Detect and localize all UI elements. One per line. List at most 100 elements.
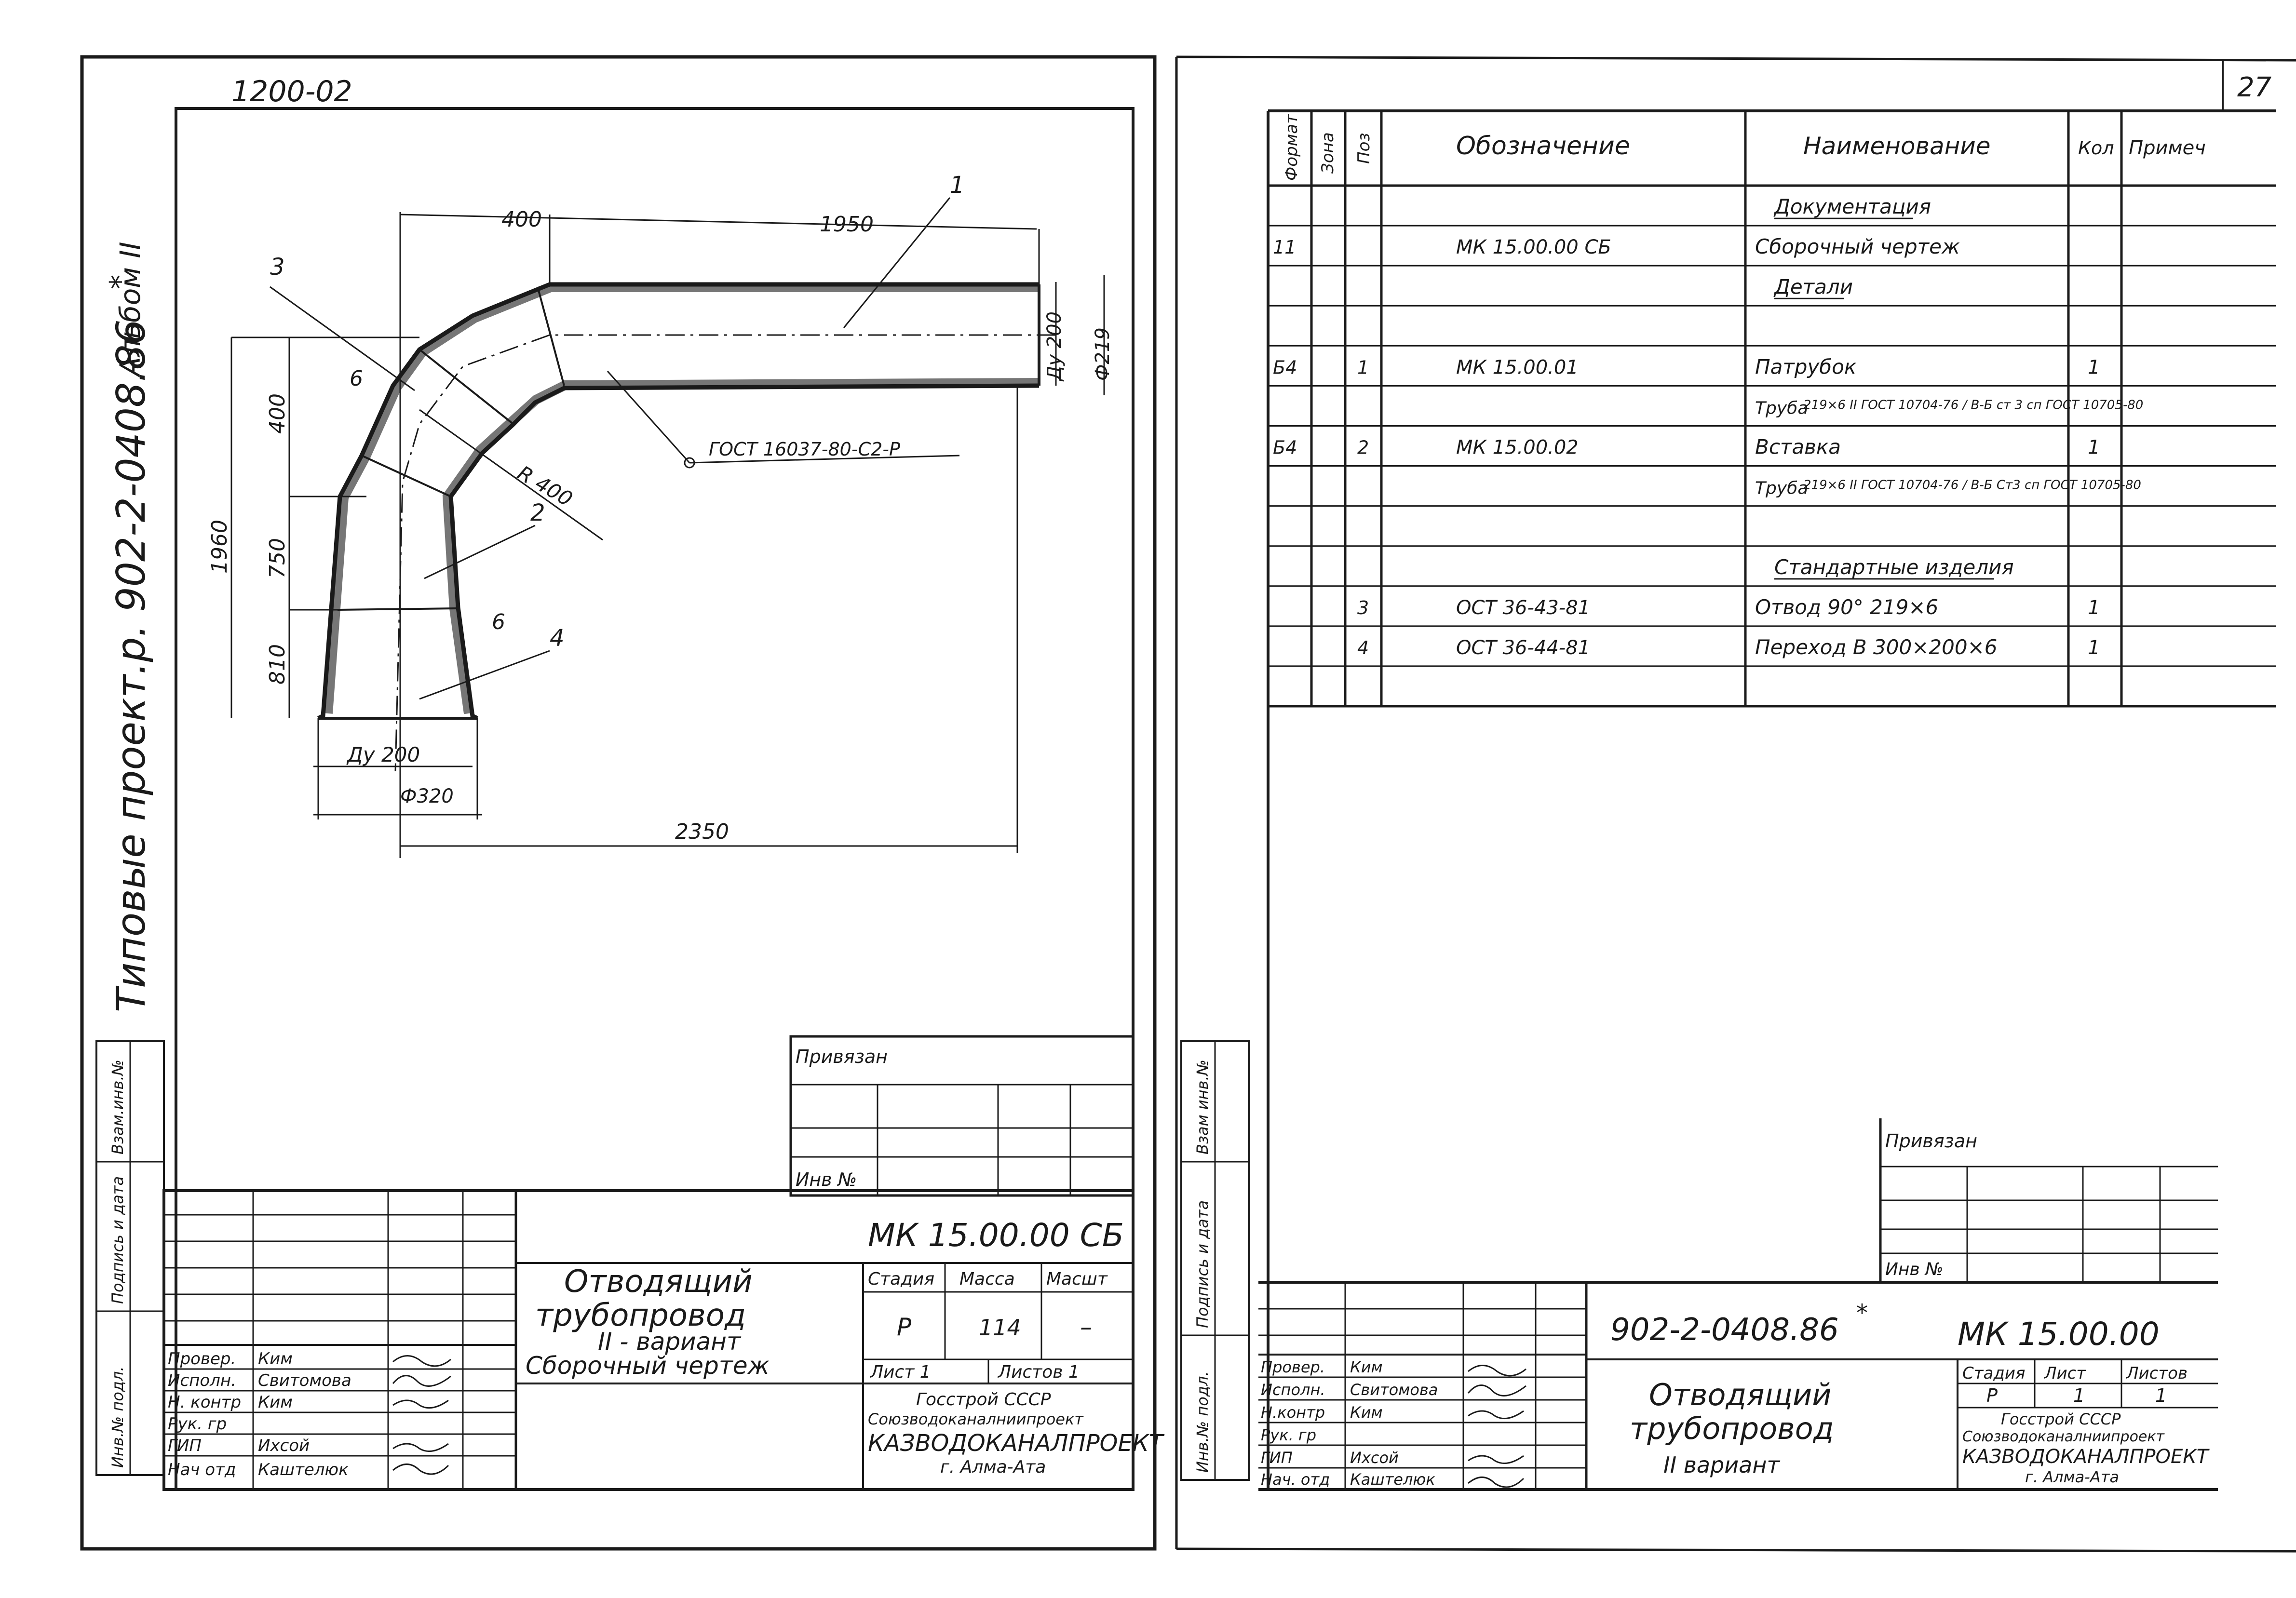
vertical-project-title: Типовые проект.р. 902-2-0408.86 — [108, 319, 154, 1012]
pipe-wall-hatch-inner — [442, 378, 1040, 714]
r-signature-1 — [1468, 1365, 1526, 1377]
leader-3 — [270, 286, 415, 391]
right-person-1: Ким — [1350, 1358, 1383, 1376]
callout-1: 1 — [950, 172, 965, 199]
dim-810: 810 — [265, 644, 290, 685]
leader-1 — [843, 197, 951, 328]
left-h-scale: Масшт — [1046, 1269, 1108, 1289]
r-signature-5 — [1468, 1455, 1524, 1464]
spec-cell-name: Труба — [1755, 399, 1808, 418]
signature-1 — [392, 1355, 451, 1367]
signature-3 — [392, 1399, 449, 1409]
dim-dy200-bottom: Ду 200 — [346, 743, 420, 766]
pipe-assembly-drawing: 400 1950 Ду 200 Ф219 1960 400 750 810 Ду… — [207, 172, 1114, 858]
dim-1950: 1950 — [820, 212, 874, 237]
spec-cell-designation: МК 15.00.01 — [1456, 356, 1579, 378]
dim-1960: 1960 — [207, 520, 232, 574]
spec-h-note: Примеч — [2129, 137, 2206, 159]
vertical-album: Альбом II — [114, 242, 147, 378]
left-v-mass: 114 — [979, 1315, 1021, 1341]
vertical-star: * — [104, 275, 137, 289]
weld-shelf — [689, 455, 960, 464]
spec-cell-name: Документация — [1773, 195, 1931, 218]
weld-reference: ГОСТ 16037-80-С2-Р — [709, 439, 900, 460]
weld-mark — [684, 457, 695, 469]
spec-cell-designation: МК 15.00.02 — [1456, 437, 1579, 459]
right-top-border — [1176, 55, 2296, 62]
spec-cell-pos: 3 — [1357, 597, 1369, 618]
left-person-6: Каштелюк — [258, 1460, 349, 1479]
left-role-6: Нач отд — [168, 1460, 236, 1479]
right-attach-inv: Инв № — [1885, 1260, 1944, 1279]
left-sheet: 1200-02 Типовые проект.р. 902-2-0408.86 … — [80, 55, 1165, 1551]
right-project-star: * — [1856, 1300, 1868, 1327]
dim-line-top — [400, 214, 1037, 230]
right-stamp-label-3: Инв.№ подл. — [1193, 1371, 1212, 1473]
spec-cell-name: Детали — [1773, 275, 1853, 298]
spec-cell-pos: 4 — [1357, 637, 1369, 658]
callout-6b: 6 — [492, 610, 505, 634]
left-attach-title: Привязан — [796, 1046, 888, 1067]
left-attach-box: Привязан Инв № — [789, 1035, 1134, 1197]
left-person-1: Ким — [258, 1349, 293, 1369]
left-org-4: г. Алма-Ата — [940, 1457, 1046, 1477]
right-h-stage: Стадия — [1962, 1364, 2025, 1383]
signature-6 — [392, 1464, 449, 1475]
right-name-3: II вариант — [1663, 1452, 1780, 1478]
spec-h-zone: Зона — [1318, 132, 1337, 174]
spec-cell-name: Стандартные изделия — [1774, 555, 2014, 579]
left-person-5: Ихсой — [258, 1436, 310, 1455]
left-vertical-title: Типовые проект.р. 902-2-0408.86 * — [104, 275, 154, 1012]
right-org-2: Союзводоканалниипроект — [1962, 1428, 2165, 1445]
dim-2350: 2350 — [675, 819, 729, 844]
left-h-stage: Стадия — [868, 1269, 934, 1289]
signature-2 — [392, 1375, 451, 1387]
right-v-sheets: 1 — [2155, 1385, 2167, 1406]
right-role-6: Нач. отд — [1261, 1470, 1330, 1489]
left-org-3: КАЗВОДОКАНАЛПРОЕКТ — [868, 1430, 1165, 1457]
right-v-stage: Р — [1986, 1385, 1998, 1406]
spec-cell-name: Отвод 90° 219×6 — [1755, 595, 1938, 619]
spec-cell-qty: 1 — [2088, 437, 2100, 459]
r-signature-2 — [1467, 1384, 1526, 1397]
left-stamp-label-2: Подпись и дата — [108, 1176, 127, 1304]
right-name-2: трубопровод — [1630, 1411, 1834, 1446]
right-side-stamp: Взам инв.№ Подпись и дата Инв.№ подл. — [1180, 1040, 1250, 1481]
signature-5 — [392, 1443, 449, 1452]
seam-3 — [361, 455, 451, 497]
right-org-4: г. Алма-Ата — [2025, 1468, 2119, 1486]
seam-1 — [537, 286, 565, 386]
leader-2 — [424, 524, 536, 579]
spec-cell-name: Труба — [1755, 479, 1808, 498]
left-person-3: Ким — [258, 1393, 293, 1412]
r-signature-6 — [1468, 1477, 1525, 1488]
left-name-1: Отводящий — [564, 1264, 753, 1300]
dim-400-top: 400 — [501, 207, 542, 232]
right-role-5: ГИП — [1261, 1449, 1293, 1467]
spec-cell-designation: ОСТ 36-44-81 — [1456, 637, 1590, 659]
spec-cell-name: Патрубок — [1755, 355, 1857, 378]
spec-cell-name: Переход В 300×200×6 — [1755, 635, 1997, 659]
spec-table: Формат Зона Поз Обозначение Наименование… — [1268, 111, 2276, 708]
left-h-mass: Масса — [959, 1269, 1015, 1289]
left-role-1: Провер. — [168, 1349, 236, 1369]
dim-400-left: 400 — [265, 393, 290, 434]
right-h-sheets: Листов — [2125, 1364, 2188, 1383]
spec-cell-name: Вставка — [1755, 435, 1841, 459]
right-role-4: Рук. гр — [1261, 1426, 1316, 1444]
left-name-2: трубопровод — [535, 1298, 746, 1333]
right-role-1: Провер. — [1261, 1358, 1325, 1376]
right-v-sheet: 1 — [2073, 1385, 2085, 1406]
right-sheet: 27 Формат Зона Поз Обозначение Наименова… — [1175, 55, 2296, 1553]
spec-h-designation: Обозначение — [1456, 132, 1630, 161]
pipe-wall-hatch — [323, 282, 1039, 714]
left-sheet-no: Лист 1 — [869, 1362, 931, 1382]
spec-cell-format: Б4 — [1273, 437, 1297, 458]
spec-h-format: Формат — [1282, 114, 1301, 181]
spec-cell-pos: 1 — [1357, 357, 1369, 378]
left-name-4: Сборочный чертеж — [526, 1352, 770, 1380]
right-person-6: Каштелюк — [1350, 1470, 1435, 1489]
right-title-block: 902-2-0408.86 * МК 15.00.00 Отводящий тр… — [1258, 1281, 2218, 1491]
left-album-label: Альбом II — [114, 242, 147, 378]
